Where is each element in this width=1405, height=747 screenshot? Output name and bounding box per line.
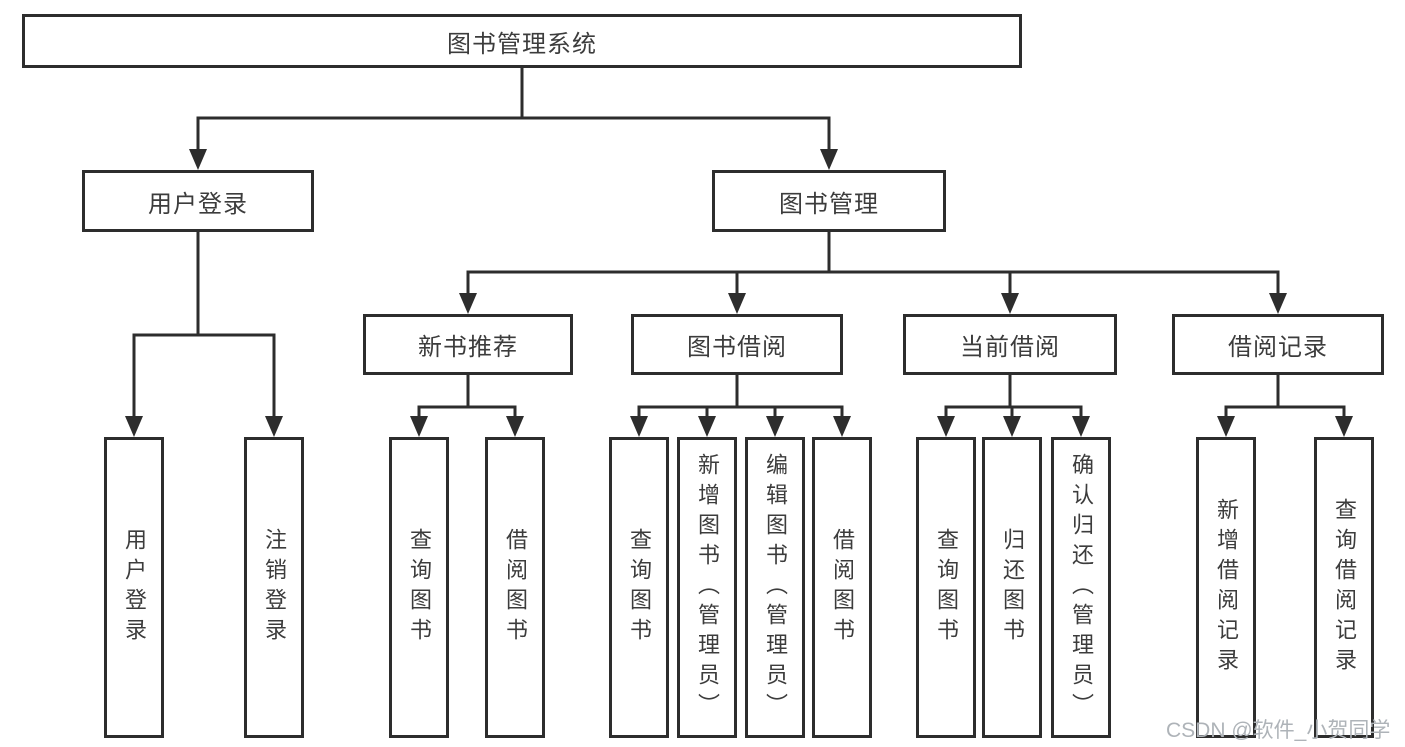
node-new-book-recommend: 新书推荐: [363, 314, 573, 375]
leaf-query-book-recommend-label: 查询图书: [407, 527, 432, 648]
arrowhead-icon: [1217, 416, 1235, 437]
csdn-watermark: CSDN @软件_小贺同学: [1166, 719, 1391, 742]
arrowhead-icon: [459, 293, 477, 314]
node-user-login: 用户登录: [82, 170, 314, 232]
node-root-label: 图书管理系统: [447, 30, 597, 58]
leaf-query-book-borrow-label: 查询图书: [627, 527, 652, 648]
node-book-borrow-label: 图书借阅: [687, 334, 787, 361]
leaf-user-login: 用户登录: [104, 437, 164, 738]
node-book-management-label: 图书管理: [779, 190, 879, 218]
arrowhead-icon: [1269, 293, 1287, 314]
leaf-edit-book-admin-label: 编辑图书（管理员）: [763, 452, 788, 723]
leaf-edit-book-admin: 编辑图书（管理员）: [745, 437, 805, 738]
node-root: 图书管理系统: [22, 14, 1022, 68]
node-borrow-records: 借阅记录: [1172, 314, 1384, 375]
node-current-borrow: 当前借阅: [903, 314, 1117, 375]
leaf-borrow-book-label: 借阅图书: [830, 527, 855, 648]
arrowhead-icon: [1072, 416, 1090, 437]
leaf-confirm-return-admin: 确认归还（管理员）: [1051, 437, 1111, 738]
arrowhead-icon: [1003, 416, 1021, 437]
leaf-query-borrow-record-label: 查询借阅记录: [1332, 497, 1357, 678]
node-current-borrow-label: 当前借阅: [960, 334, 1060, 361]
arrowhead-icon: [410, 416, 428, 437]
node-book-management: 图书管理: [712, 170, 946, 232]
arrowhead-icon: [1335, 416, 1353, 437]
leaf-add-borrow-record: 新增借阅记录: [1196, 437, 1256, 738]
leaf-add-book-admin: 新增图书（管理员）: [677, 437, 737, 738]
connector-path: [132, 68, 1346, 419]
leaf-query-book-borrow: 查询图书: [609, 437, 669, 738]
arrowhead-icon: [189, 149, 207, 170]
leaf-query-book-current-label: 查询图书: [934, 527, 959, 648]
arrowhead-icon: [698, 416, 716, 437]
arrowhead-icon: [728, 293, 746, 314]
leaf-add-book-admin-label: 新增图书（管理员）: [695, 452, 720, 723]
node-borrow-records-label: 借阅记录: [1228, 334, 1328, 361]
leaf-return-book-label: 归还图书: [1000, 527, 1025, 648]
arrowhead-icon: [125, 416, 143, 437]
leaf-borrow-book-recommend: 借阅图书: [485, 437, 545, 738]
leaf-add-borrow-record-label: 新增借阅记录: [1214, 497, 1239, 678]
leaf-borrow-book-recommend-label: 借阅图书: [503, 527, 528, 648]
leaf-logout-label: 注销登录: [262, 527, 287, 648]
node-book-borrow: 图书借阅: [631, 314, 843, 375]
arrowhead-icon: [766, 416, 784, 437]
leaf-confirm-return-admin-label: 确认归还（管理员）: [1069, 452, 1094, 723]
leaf-borrow-book: 借阅图书: [812, 437, 872, 738]
arrowhead-icon: [630, 416, 648, 437]
leaf-query-book-recommend: 查询图书: [389, 437, 449, 738]
leaf-query-borrow-record: 查询借阅记录: [1314, 437, 1374, 738]
leaf-return-book: 归还图书: [982, 437, 1042, 738]
leaf-query-book-current: 查询图书: [916, 437, 976, 738]
arrowhead-icon: [506, 416, 524, 437]
arrowhead-icon: [937, 416, 955, 437]
arrowhead-icon: [833, 416, 851, 437]
leaf-logout: 注销登录: [244, 437, 304, 738]
leaf-user-login-label: 用户登录: [122, 527, 147, 648]
arrowhead-icon: [1001, 293, 1019, 314]
node-user-login-label: 用户登录: [148, 190, 248, 218]
node-new-book-recommend-label: 新书推荐: [418, 334, 518, 361]
arrowhead-icon: [265, 416, 283, 437]
arrowhead-icon: [820, 149, 838, 170]
